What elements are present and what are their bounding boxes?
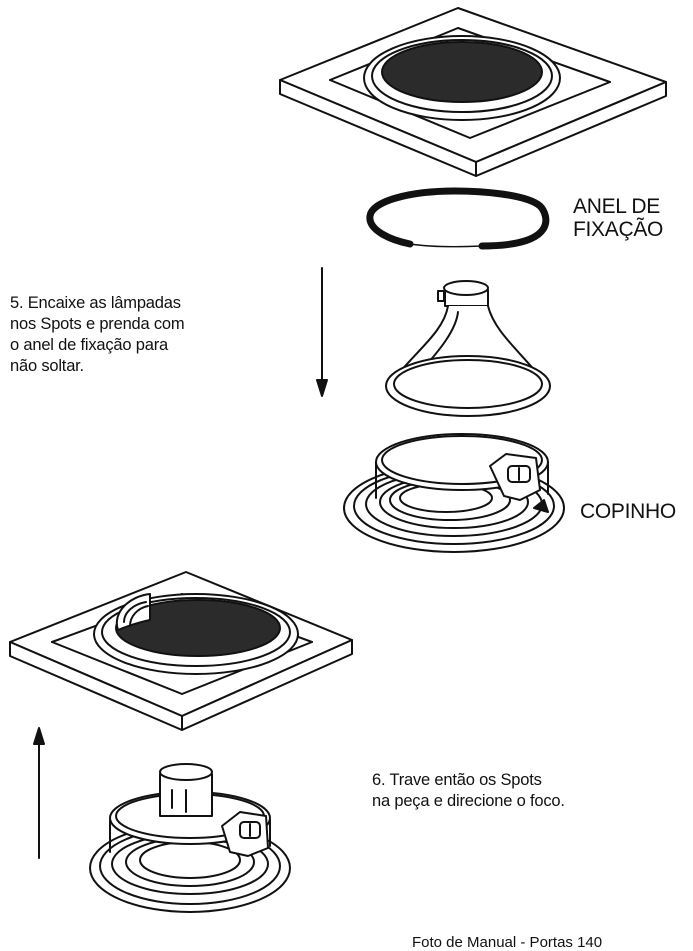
up-arrow xyxy=(33,727,45,859)
footer-text: Foto de Manual - Portas 140 xyxy=(412,934,603,951)
step-5-text: 5. Encaixe as lâmpadas nos Spots e prend… xyxy=(10,294,185,375)
cup-label: COPINHO xyxy=(580,500,676,523)
fixing-ring xyxy=(366,187,550,250)
down-arrow xyxy=(316,267,328,397)
cup xyxy=(343,433,565,553)
bottom-square-housing xyxy=(9,571,353,731)
spot-assembly xyxy=(89,763,291,913)
ring-label: ANEL DE FIXAÇÃO xyxy=(573,195,664,241)
top-square-housing xyxy=(279,7,667,177)
lamp xyxy=(385,280,551,417)
step-6-text: 6. Trave então os Spots na peça e direci… xyxy=(372,771,565,810)
